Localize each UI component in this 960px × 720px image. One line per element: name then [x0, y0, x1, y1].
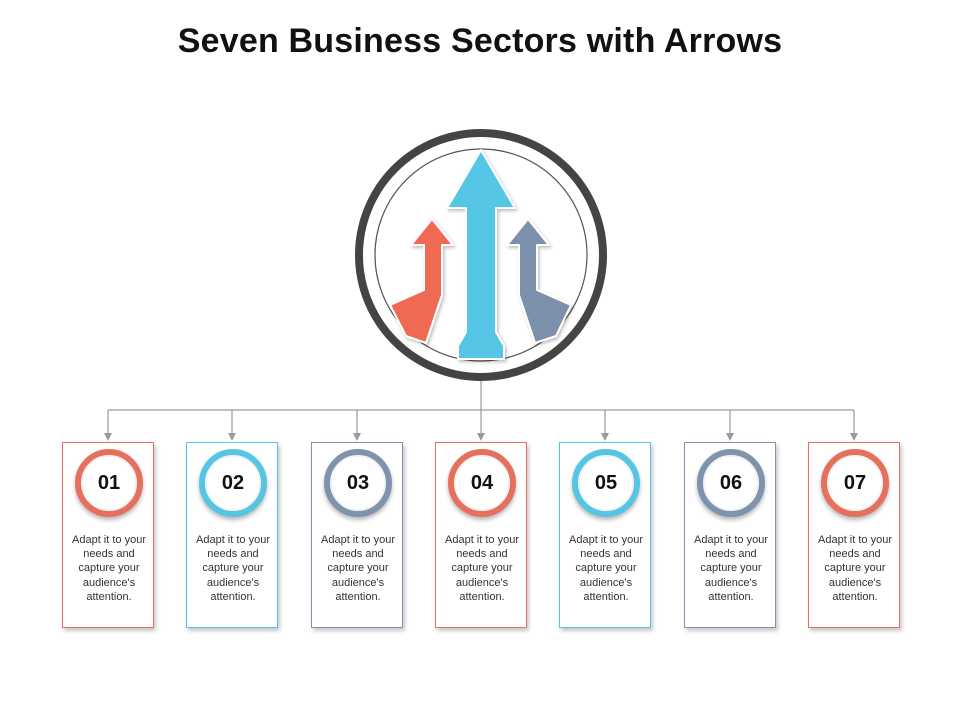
sector-description: Adapt it to your needs and capture your … — [72, 534, 146, 603]
sector-description: Adapt it to your needs and capture your … — [569, 534, 643, 603]
sector-description: Adapt it to your needs and capture your … — [321, 534, 395, 603]
sector-number: 02 — [221, 471, 245, 494]
arrowhead-icon — [228, 433, 236, 441]
sector-description: Adapt it to your needs and capture your … — [196, 534, 270, 603]
connector-drops — [104, 410, 858, 441]
sector-number: 04 — [470, 471, 494, 494]
sector-number: 01 — [97, 471, 121, 494]
sector-number: 03 — [346, 471, 370, 494]
sector-number-badge: 06 — [697, 449, 765, 517]
sector-description: Adapt it to your needs and capture your … — [694, 534, 768, 603]
sector-description: Adapt it to your needs and capture your … — [818, 534, 892, 603]
sector-number-badge: 05 — [572, 449, 640, 517]
sector-number: 05 — [594, 471, 618, 494]
arrowhead-icon — [850, 433, 858, 441]
arrowhead-icon — [104, 433, 112, 441]
left-arrow-icon — [389, 218, 454, 344]
connector-lines — [108, 381, 854, 411]
page-title: Seven Business Sectors with Arrows — [177, 22, 783, 60]
sector-number-badge: 04 — [448, 449, 516, 517]
sector-number-badge: 02 — [199, 449, 267, 517]
sector-description: Adapt it to your needs and capture your … — [445, 534, 519, 603]
arrowhead-icon — [726, 433, 734, 441]
right-arrow-icon — [506, 218, 572, 344]
sector-number-badge: 03 — [324, 449, 392, 517]
sector-number: 06 — [719, 471, 743, 494]
sector-number-badge: 01 — [75, 449, 143, 517]
sector-number: 07 — [843, 471, 867, 494]
center-arrow-icon — [446, 149, 516, 360]
arrowhead-icon — [353, 433, 361, 441]
arrowhead-icon — [601, 433, 609, 441]
central-emblem — [355, 129, 607, 381]
arrowhead-icon — [477, 433, 485, 441]
sector-number-badge: 07 — [821, 449, 889, 517]
